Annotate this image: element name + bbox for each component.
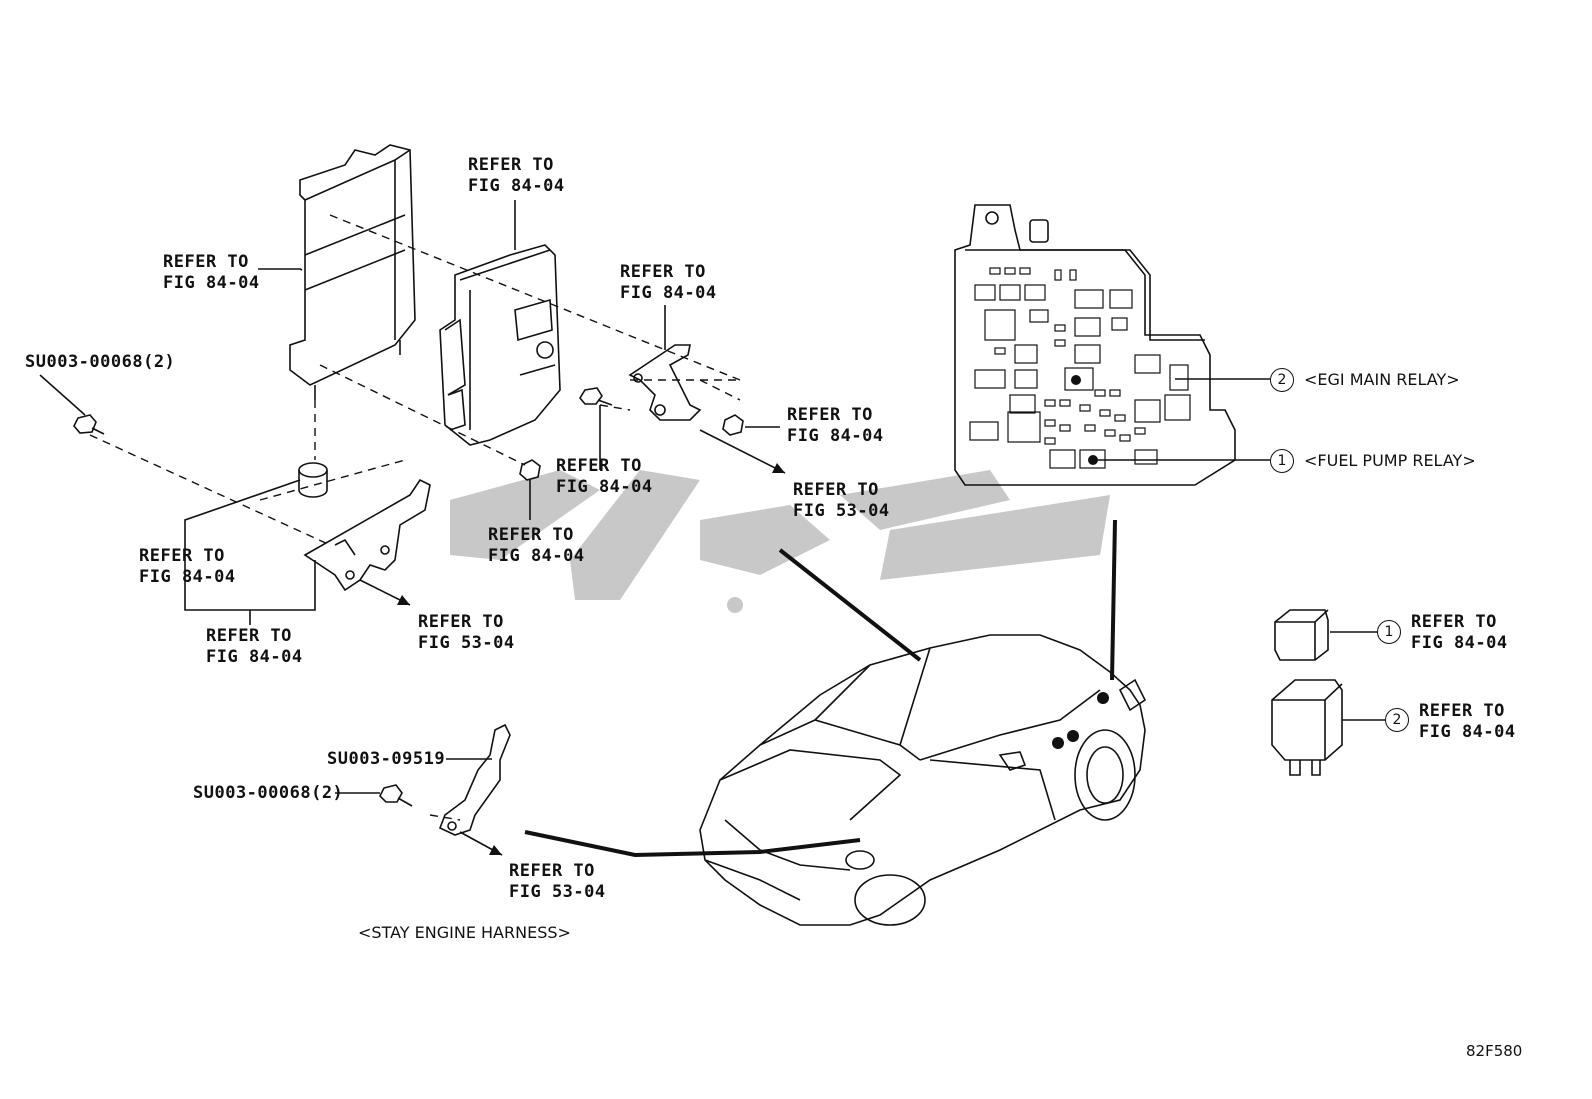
lower-bracket xyxy=(303,478,431,592)
callout-number: 2 xyxy=(1385,708,1409,732)
fuse-relay-box xyxy=(954,204,1236,486)
fuel-pump-relay-marker xyxy=(1088,455,1098,465)
leader-lines xyxy=(39,200,1386,794)
arrow-icons xyxy=(359,429,786,856)
figure-code: 82F580 xyxy=(1466,1042,1523,1060)
ecu-cover-bracket xyxy=(289,144,416,400)
ecu-side-bracket xyxy=(628,344,702,421)
egi-relay-marker xyxy=(1071,375,1081,385)
callout-number: 2 xyxy=(1270,368,1294,392)
callout-number: 1 xyxy=(1270,449,1294,473)
ecu-module xyxy=(439,244,561,446)
egi-main-relay-label: <EGI MAIN RELAY> xyxy=(1304,370,1460,389)
callout-number: 1 xyxy=(1377,620,1401,644)
nut-icon xyxy=(722,414,744,436)
bolt-icon xyxy=(73,414,105,435)
large-relay-icon xyxy=(1271,679,1343,776)
part-number-stay: SU003-09519 xyxy=(327,749,446,769)
bolt-icon xyxy=(579,387,613,406)
bolt-icon xyxy=(379,784,413,807)
small-relay-icon xyxy=(1274,609,1329,661)
nut-icon xyxy=(519,459,541,481)
fuel-pump-relay-label: <FUEL PUMP RELAY> xyxy=(1304,451,1476,470)
stay-engine-harness-caption: <STAY ENGINE HARNESS> xyxy=(358,923,571,942)
car-illustration xyxy=(699,634,1147,926)
location-pointers xyxy=(524,519,1117,858)
part-number-bolt-bottom: SU003-00068(2) xyxy=(193,783,344,803)
part-number-bolt-top: SU003-00068(2) xyxy=(25,352,176,372)
rubber-mount xyxy=(298,462,328,498)
alignment-lines xyxy=(89,214,741,821)
